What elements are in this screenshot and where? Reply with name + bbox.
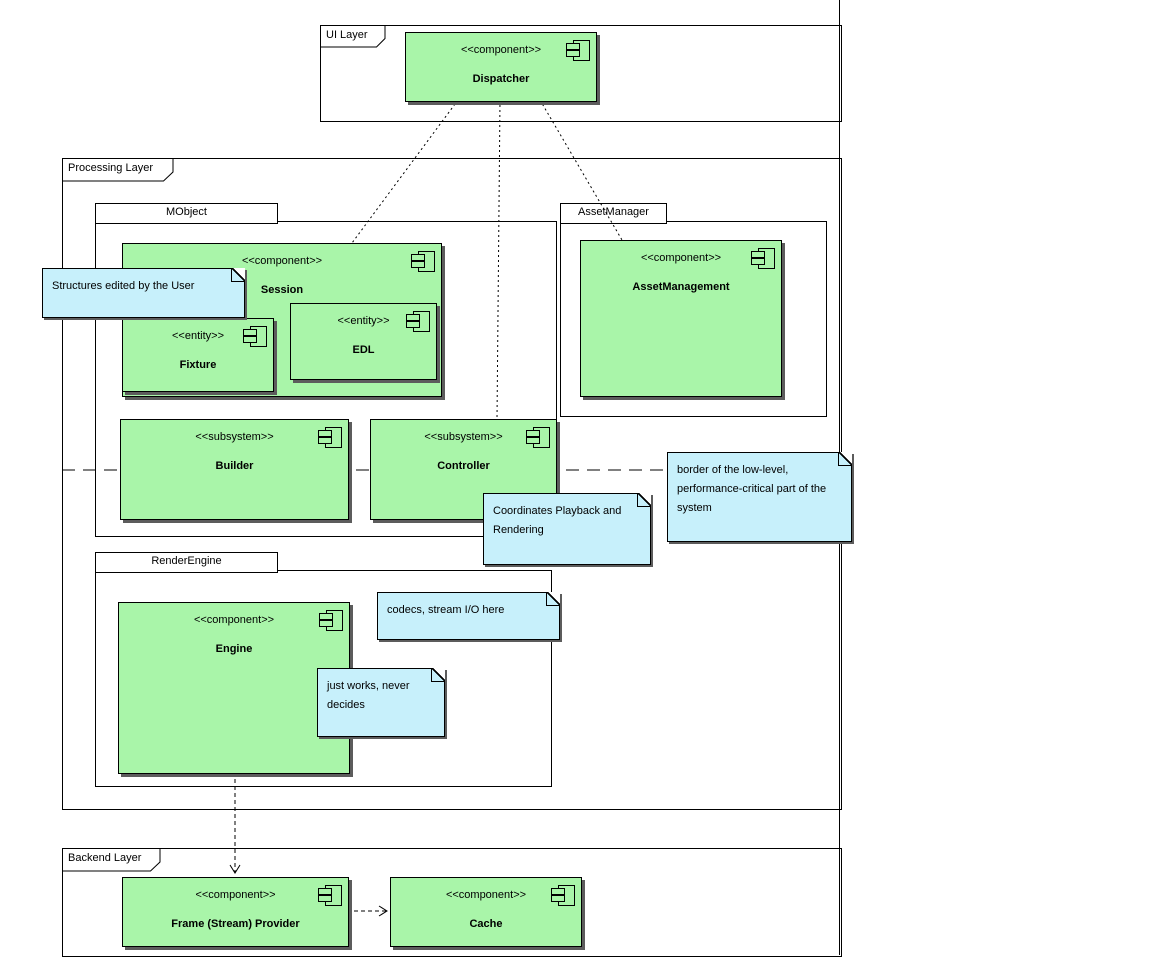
mobject-package-body: [95, 221, 557, 537]
frame-tab-shape: [320, 25, 386, 48]
component-icon: [319, 610, 343, 631]
frame-tab-shape: [62, 848, 161, 872]
assetmanagement-stereotype: <<component>>: [640, 252, 722, 264]
component-icon: [751, 248, 775, 269]
coordinates-note[interactable]: Coordinates Playback and Rendering: [483, 493, 651, 565]
fixture-entity[interactable]: <<entity>> Fixture: [122, 318, 274, 392]
cache-component[interactable]: <<component>> Cache: [390, 877, 582, 947]
engine-name: Engine: [215, 643, 253, 655]
component-icon: [566, 40, 590, 61]
renderengine-package-tab[interactable]: RenderEngine: [95, 552, 278, 573]
fixture-name: Fixture: [179, 359, 217, 371]
frameprovider-component[interactable]: <<component>> Frame (Stream) Provider: [122, 877, 349, 947]
note-fold-icon: [431, 668, 445, 682]
component-icon: [318, 427, 342, 448]
ui-layer-frame-tab: UI Layer: [320, 25, 386, 48]
justworks-note-text: just works, never decides: [327, 680, 410, 711]
note-fold-icon: [231, 268, 245, 282]
edl-entity[interactable]: <<entity>> EDL: [290, 303, 437, 380]
component-icon: [406, 311, 430, 332]
component-icon: [526, 427, 550, 448]
dispatcher-component[interactable]: <<component>> Dispatcher: [405, 32, 597, 102]
note-fold-icon: [838, 452, 852, 466]
builder-name: Builder: [215, 460, 254, 472]
renderengine-package-label: RenderEngine: [151, 555, 222, 567]
mobject-package-label: MObject: [166, 206, 207, 218]
frame-tab-shape: [62, 158, 174, 182]
codecs-note[interactable]: codecs, stream I/O here: [377, 592, 560, 640]
coordinates-note-text: Coordinates Playback and Rendering: [493, 505, 622, 536]
cache-stereotype: <<component>>: [445, 889, 527, 901]
structures-note-text: Structures edited by the User: [52, 280, 195, 292]
frameprovider-stereotype: <<component>>: [195, 889, 276, 901]
codecs-note-text: codecs, stream I/O here: [387, 604, 505, 616]
assetmanagement-name: AssetManagement: [632, 281, 730, 293]
note-fold-icon: [546, 592, 560, 606]
builder-stereotype: <<subsystem>>: [195, 431, 274, 443]
assetmanager-package-label: AssetManager: [578, 206, 649, 218]
mobject-package-tab[interactable]: MObject: [95, 203, 278, 224]
frameprovider-name: Frame (Stream) Provider: [171, 918, 300, 930]
dispatcher-stereotype: <<component>>: [460, 44, 542, 56]
dispatcher-name: Dispatcher: [472, 73, 530, 85]
processing-layer-label: Processing Layer: [68, 162, 153, 174]
ui-layer-label: UI Layer: [326, 29, 368, 41]
renderengine-package-body: [95, 570, 552, 787]
processing-layer-frame-tab: Processing Layer: [62, 158, 174, 182]
justworks-note[interactable]: just works, never decides: [317, 668, 445, 737]
component-icon: [411, 251, 435, 272]
note-fold-icon: [637, 493, 651, 507]
fixture-stereotype: <<entity>>: [172, 330, 224, 342]
assetmanagement-component[interactable]: <<component>> AssetManagement: [580, 240, 782, 397]
backend-layer-frame: Backend Layer: [62, 848, 842, 957]
controller-name: Controller: [437, 460, 490, 472]
component-icon: [551, 885, 575, 906]
assetmanager-package-body: [560, 221, 827, 417]
edl-stereotype: <<entity>>: [337, 315, 390, 327]
engine-component[interactable]: <<component>> Engine: [118, 602, 350, 774]
backend-layer-frame-tab: Backend Layer: [62, 848, 161, 872]
session-stereotype: <<component>>: [241, 255, 323, 267]
lowlevel-border-note[interactable]: border of the low-level, performance-cri…: [667, 452, 852, 542]
lowlevel-border-note-text: border of the low-level, performance-cri…: [677, 464, 827, 514]
component-icon: [243, 326, 267, 347]
controller-stereotype: <<subsystem>>: [424, 431, 503, 443]
backend-layer-label: Backend Layer: [68, 852, 142, 864]
assetmanager-package-tab[interactable]: AssetManager: [560, 203, 667, 224]
component-icon: [318, 885, 342, 906]
structures-note[interactable]: Structures edited by the User: [42, 268, 245, 318]
builder-subsystem[interactable]: <<subsystem>> Builder: [120, 419, 349, 520]
edl-name: EDL: [352, 344, 375, 356]
cache-name: Cache: [469, 918, 503, 930]
engine-stereotype: <<component>>: [193, 614, 275, 626]
session-name: Session: [260, 284, 304, 296]
